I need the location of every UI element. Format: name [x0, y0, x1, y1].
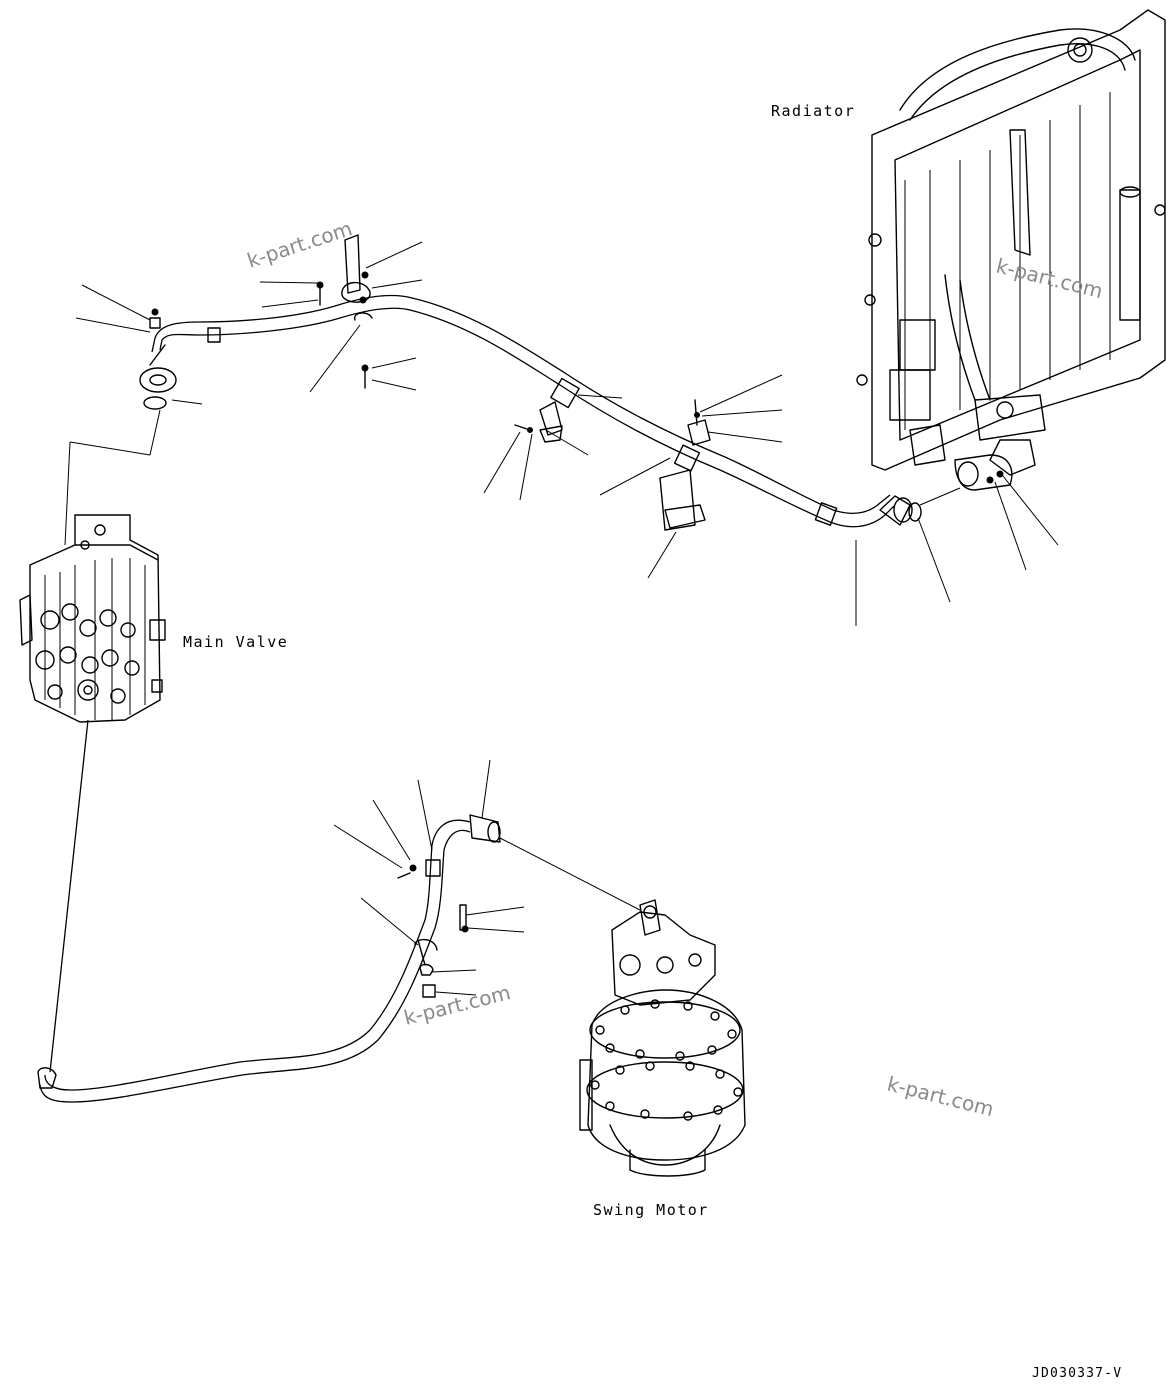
radiator-label: Radiator: [771, 102, 855, 120]
upper-clamp-hardware: [149, 234, 1004, 531]
main-valve-assembly: [19, 514, 166, 723]
lower-drain-hose: [37, 719, 641, 1103]
watermark-text: k-part.com: [401, 980, 512, 1030]
radiator-assembly: [856, 9, 1166, 491]
callout-leader-lines: [64, 241, 1059, 996]
swing-motor-label: Swing Motor: [593, 1201, 709, 1219]
watermarks: k-part.com k-part.com k-part.com k-part.…: [244, 216, 1105, 1121]
watermark-text: k-part.com: [885, 1072, 996, 1122]
upper-return-pipe: [139, 294, 961, 528]
main-valve-label: Main Valve: [183, 633, 288, 651]
drawing-code: JD030337-V: [1032, 1366, 1122, 1381]
swing-motor-assembly: [579, 899, 746, 1177]
watermark-text: k-part.com: [244, 216, 355, 272]
